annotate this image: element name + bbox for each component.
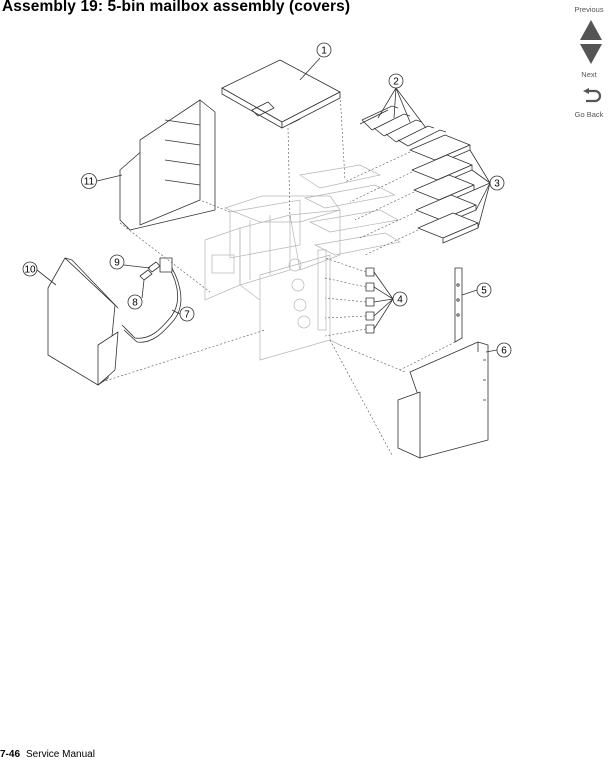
- next-arrow-icon[interactable]: [580, 44, 602, 64]
- part-6-right-cover: [397, 341, 489, 459]
- callout-9: 9: [114, 258, 120, 269]
- next-label: Next: [581, 70, 597, 79]
- part-9-clip: [147, 261, 161, 273]
- manual-name: Service Manual: [26, 749, 95, 760]
- part-10-left-cover: [47, 257, 119, 386]
- callout-3: 3: [494, 179, 500, 190]
- callout-labels: 1 2 3 4 5 6 7 8 9: [22, 42, 512, 358]
- previous-arrow-icon[interactable]: [580, 20, 602, 40]
- part-5-bracket: [454, 267, 463, 343]
- callout-7: 7: [184, 310, 190, 321]
- callout-1: 1: [321, 46, 327, 57]
- callout-6: 6: [501, 346, 507, 357]
- page-number: 7-46: [0, 749, 21, 760]
- callout-8: 8: [132, 298, 138, 309]
- part-8-clip: [139, 269, 153, 281]
- part-3-bin-trays: [409, 134, 479, 244]
- go-back-icon[interactable]: [582, 88, 602, 106]
- callout-4: 4: [397, 295, 403, 306]
- go-back-label: Go Back: [574, 110, 604, 119]
- part-4-sensors: [365, 267, 375, 334]
- callout-11: 11: [84, 177, 95, 188]
- previous-label: Previous: [574, 5, 604, 14]
- page-title: Assembly 19: 5-bin mailbox assembly (cov…: [2, 0, 351, 15]
- callout-2: 2: [393, 77, 399, 88]
- dashed-assembly-lines: [101, 91, 456, 456]
- part-11-rear-cover: [119, 99, 216, 231]
- part-7-cable-harness: [121, 257, 182, 343]
- page-footer: 7-46 Service Manual: [0, 749, 95, 760]
- callout-5: 5: [481, 286, 487, 297]
- part-2-wire-guides: [359, 105, 447, 147]
- callout-10: 10: [24, 265, 36, 276]
- part-1-top-cover: [221, 59, 341, 129]
